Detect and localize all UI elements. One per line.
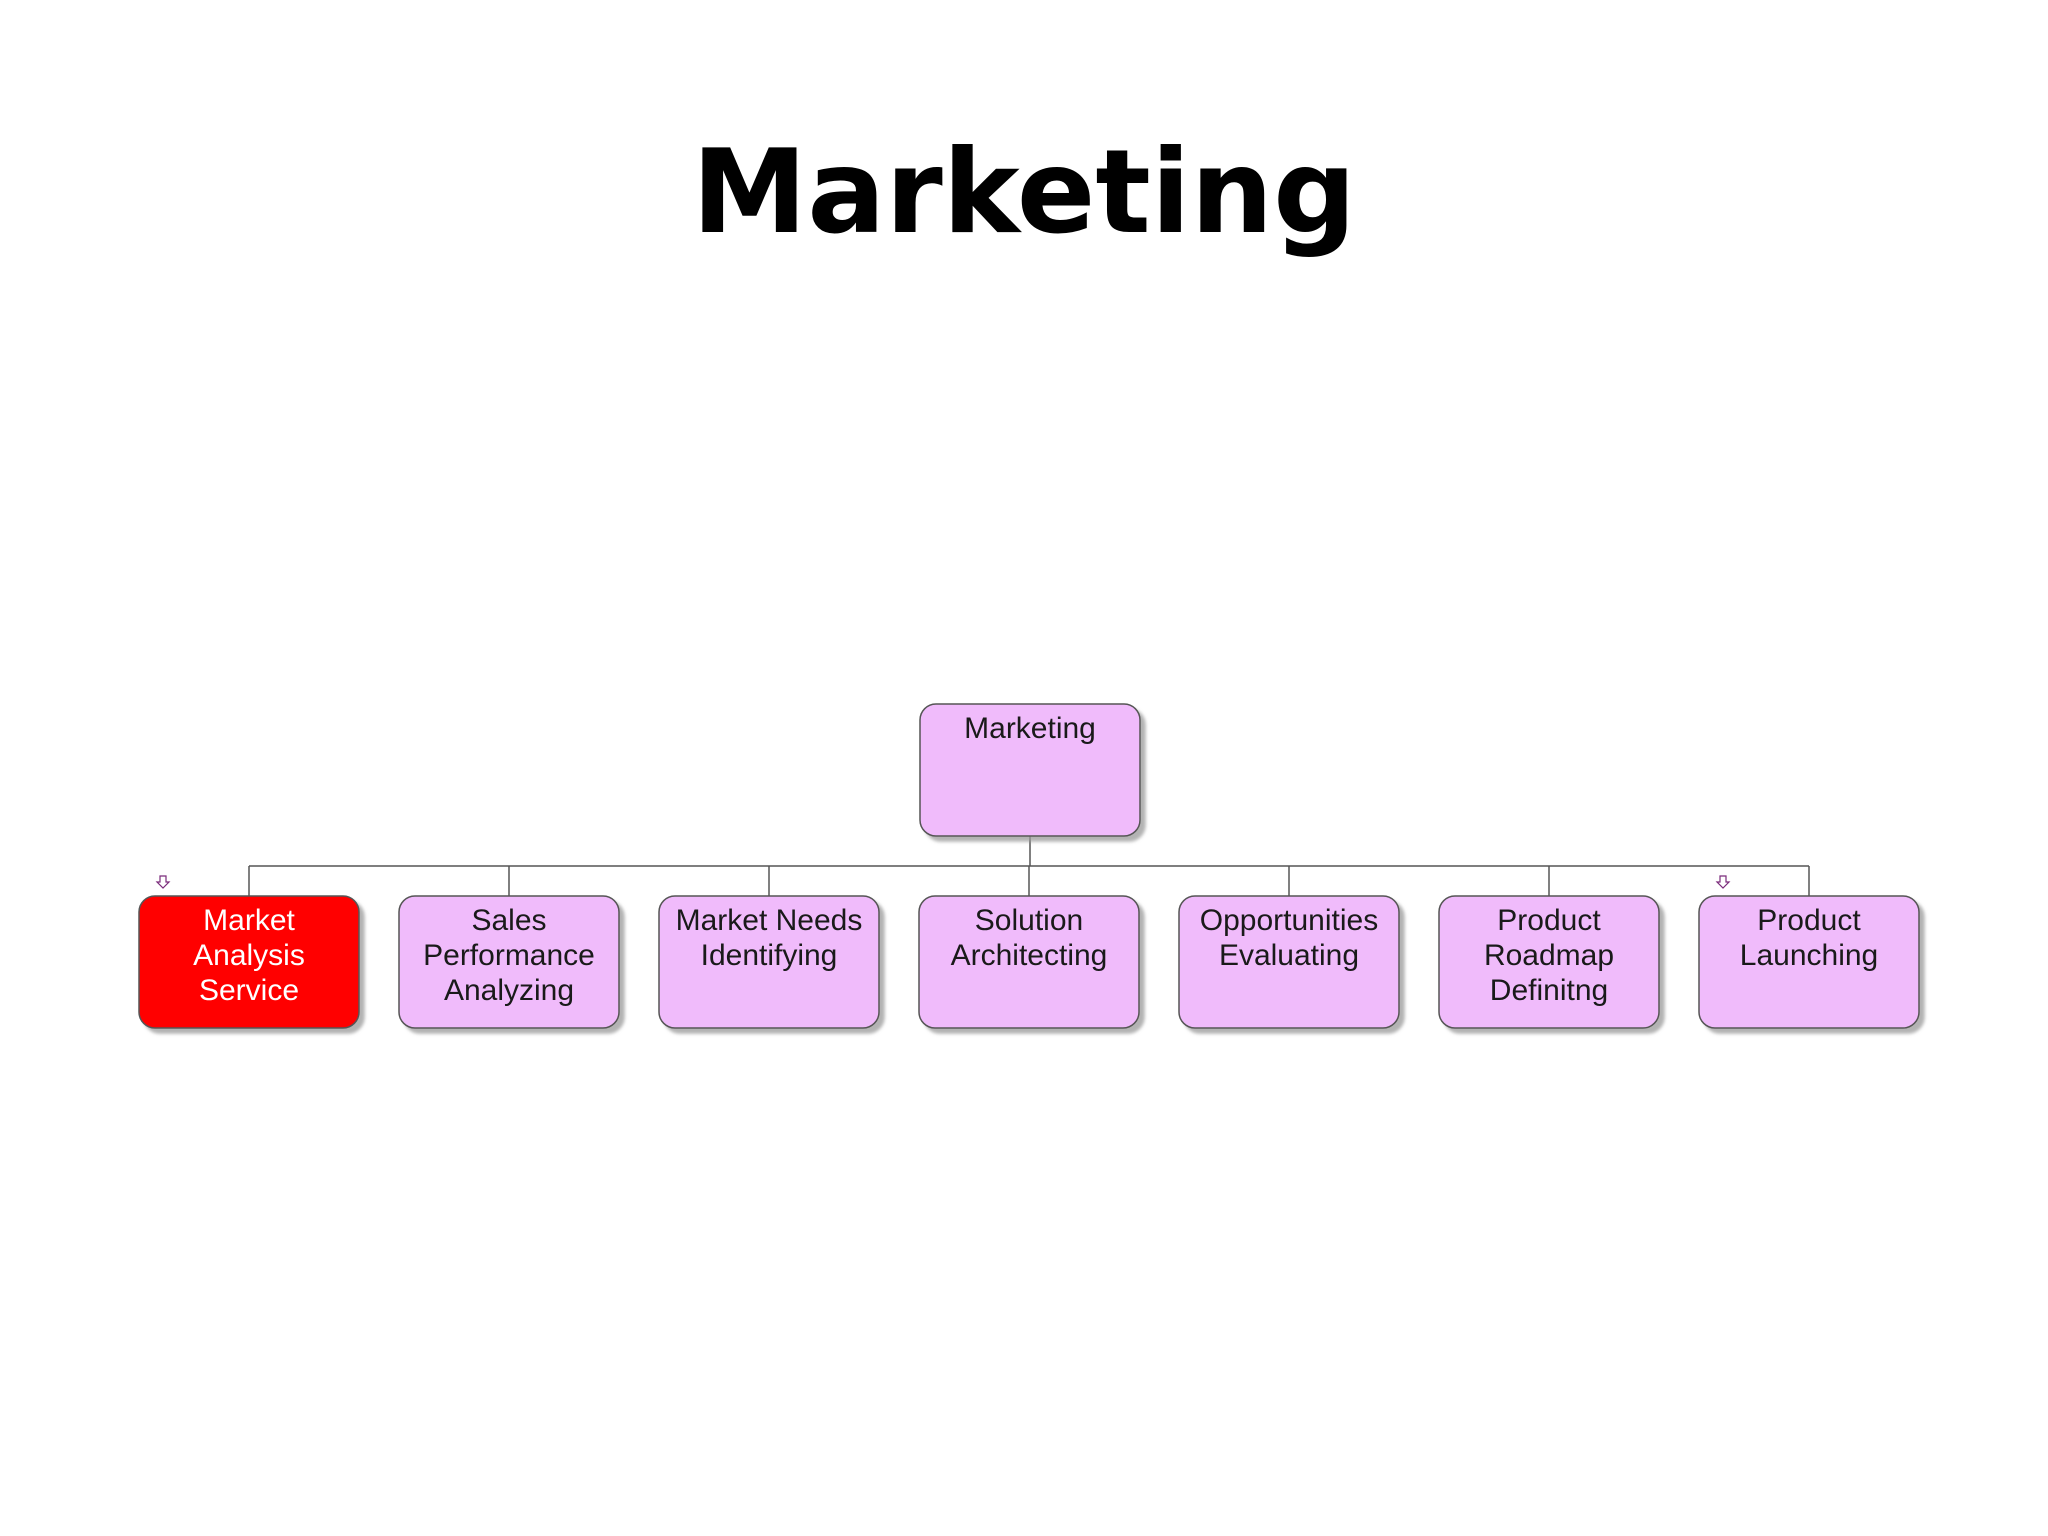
node-product-launching-box (1698, 895, 1920, 1029)
slide-title: Marketing (691, 125, 1357, 260)
node-sales-performance-analyzing-label-line: Sales (471, 904, 546, 937)
node-product-roadmap-definitng-label-line: Definitng (1490, 974, 1608, 1007)
node-sales-performance-analyzing-label-line: Analyzing (444, 974, 574, 1007)
node-market-analysis-service-label-line: Service (199, 974, 299, 1007)
node-marketing[interactable]: Marketing (919, 703, 1141, 837)
node-product-launching-label-line: Launching (1740, 939, 1878, 972)
node-marketing-label-line: Marketing (964, 712, 1096, 745)
marker-product-launching-icon (1715, 875, 1731, 889)
node-solution-architecting-label-line: Architecting (951, 939, 1108, 972)
node-market-analysis-service-label-line: Market (203, 904, 295, 937)
node-solution-architecting-box (918, 895, 1140, 1029)
node-market-needs-identifying-box (658, 895, 880, 1029)
node-marketing-box (919, 703, 1141, 837)
marker-market-analysis-service-icon (155, 875, 171, 889)
node-opportunities-evaluating-label-line: Opportunities (1200, 904, 1378, 937)
node-market-analysis-service-box (138, 895, 360, 1029)
node-market-needs-identifying-label-line: Market Needs (676, 904, 863, 937)
node-product-launching-label-line: Product (1757, 904, 1861, 937)
node-market-needs-identifying-label-line: Identifying (701, 939, 838, 972)
node-solution-architecting-label-line: Solution (975, 904, 1083, 937)
connectors (248, 836, 1810, 896)
node-opportunities-evaluating-label-line: Evaluating (1219, 939, 1359, 972)
node-sales-performance-analyzing-label-line: Performance (423, 939, 595, 972)
node-market-analysis-service-label-line: Analysis (193, 939, 305, 972)
node-product-roadmap-definitng-label-line: Roadmap (1484, 939, 1614, 972)
node-sales-performance-analyzing-box (398, 895, 620, 1029)
node-product-roadmap-definitng-label-line: Product (1497, 904, 1601, 937)
node-product-roadmap-definitng-box (1438, 895, 1660, 1029)
node-opportunities-evaluating-box (1178, 895, 1400, 1029)
